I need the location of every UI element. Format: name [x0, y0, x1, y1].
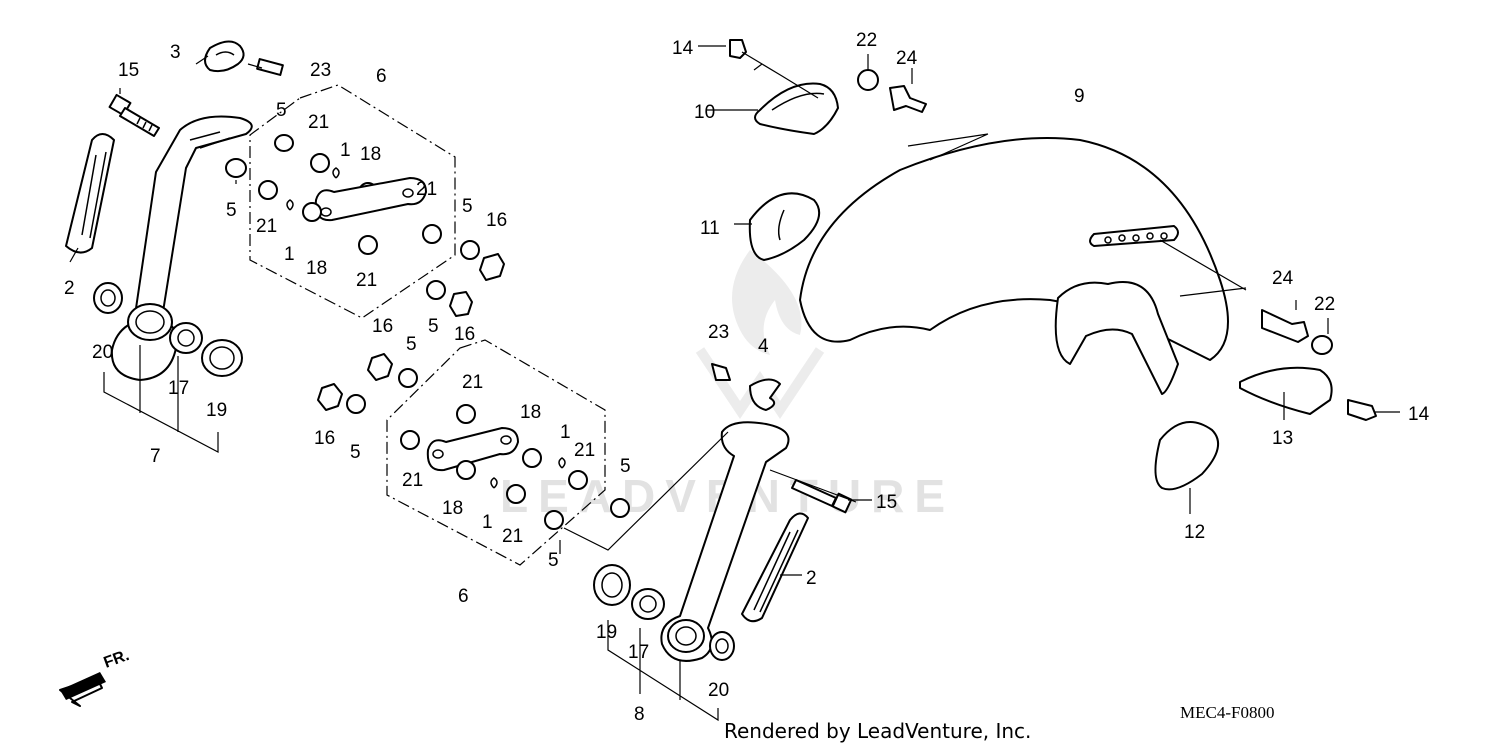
pedal-rubber-right: [741, 512, 809, 623]
callout-24: 24: [896, 48, 918, 69]
lower-link-kit: [386, 339, 630, 566]
callout-6: 6: [376, 66, 387, 87]
bearing-17-right: [631, 588, 665, 620]
callout-1: 1: [482, 512, 493, 533]
diagram-code: MEC4-F0800: [1180, 703, 1274, 722]
callout-8: 8: [634, 704, 645, 725]
callout-21: 21: [308, 112, 329, 133]
front-fender: [799, 133, 1247, 395]
callout-1: 1: [340, 140, 351, 161]
fender-hardware: [711, 39, 1377, 491]
callout-19: 19: [596, 622, 617, 643]
callout-9: 9: [1074, 86, 1085, 107]
bolt-24-right: [1261, 309, 1309, 343]
clip-4: [749, 378, 781, 411]
callout-12: 12: [1184, 522, 1205, 543]
callout-5: 5: [350, 442, 361, 463]
callout-19: 19: [206, 400, 227, 421]
callout-1: 1: [560, 422, 571, 443]
callout-4: 4: [758, 336, 769, 357]
callouts: 3 23 15 6 5 21 1 18 21 5 21 1 5 16 18 21…: [64, 30, 1430, 725]
callout-23: 23: [708, 322, 729, 343]
nut-22-top: [857, 69, 879, 91]
callout-3: 3: [170, 42, 181, 63]
bolt-15-left: [108, 93, 160, 137]
callout-20: 20: [708, 680, 729, 701]
front-direction-arrow: FR.: [59, 647, 132, 707]
bolt-24-top: [889, 85, 927, 113]
bolt-23-top: [256, 58, 284, 76]
callout-5: 5: [548, 550, 559, 571]
callout-21: 21: [256, 216, 277, 237]
callout-21: 21: [356, 270, 377, 291]
callout-16: 16: [314, 428, 335, 449]
right-pedal-assembly: [563, 421, 857, 722]
callout-15: 15: [876, 492, 897, 513]
callout-18: 18: [360, 144, 381, 165]
callout-22: 22: [856, 30, 877, 51]
callout-24: 24: [1272, 268, 1294, 289]
callout-5: 5: [428, 316, 439, 337]
callout-5: 5: [406, 334, 417, 355]
callout-1: 1: [284, 244, 295, 265]
callout-14: 14: [672, 38, 694, 59]
callout-2: 2: [806, 568, 817, 589]
bolt-14-right: [1347, 399, 1377, 421]
bolt-14-top: [729, 39, 747, 59]
callout-21: 21: [462, 372, 483, 393]
callout-13: 13: [1272, 428, 1293, 449]
seal-19-left: [201, 339, 243, 377]
callout-14: 14: [1408, 404, 1430, 425]
seal-20-left: [93, 282, 123, 314]
callout-5: 5: [226, 200, 237, 221]
callout-leaders: [195, 45, 1400, 554]
callout-22: 22: [1314, 294, 1335, 315]
bracket-10: [754, 82, 839, 135]
callout-18: 18: [306, 258, 327, 279]
callout-18: 18: [442, 498, 463, 519]
callout-7: 7: [150, 446, 161, 467]
cover-11: [748, 192, 821, 261]
bolt-23-mid: [711, 363, 731, 381]
nut-22-right: [1311, 335, 1333, 355]
callout-6: 6: [458, 586, 469, 607]
callout-2: 2: [64, 278, 75, 299]
bearing-17-left: [169, 322, 203, 354]
credit-line: Rendered by LeadVenture, Inc.: [724, 719, 1031, 743]
bracket-13: [1239, 366, 1333, 415]
callout-5: 5: [620, 456, 631, 477]
callout-18: 18: [520, 402, 541, 423]
callout-23: 23: [310, 60, 331, 81]
callout-21: 21: [502, 526, 523, 547]
callout-20: 20: [92, 342, 113, 363]
cover-12: [1154, 421, 1220, 491]
seal-19-right: [593, 564, 631, 606]
callout-17: 17: [168, 378, 189, 399]
seal-20-right: [709, 631, 735, 661]
callout-16: 16: [372, 316, 393, 337]
callout-15: 15: [118, 60, 139, 81]
callout-16: 16: [486, 210, 507, 231]
bolt-15-right: [791, 479, 853, 514]
pedal-arm-right: [660, 421, 790, 662]
left-pedal-assembly: [65, 40, 284, 453]
callout-16: 16: [454, 324, 475, 345]
callout-11: 11: [700, 218, 720, 239]
callout-5: 5: [276, 100, 287, 121]
upper-link-kit: [249, 84, 505, 414]
clip-3: [204, 40, 245, 73]
callout-17: 17: [628, 642, 649, 663]
callout-5: 5: [462, 196, 473, 217]
callout-21: 21: [402, 470, 423, 491]
callout-10: 10: [694, 102, 715, 123]
callout-21: 21: [416, 179, 437, 200]
callout-21: 21: [574, 440, 595, 461]
direction-label: FR.: [102, 647, 132, 672]
